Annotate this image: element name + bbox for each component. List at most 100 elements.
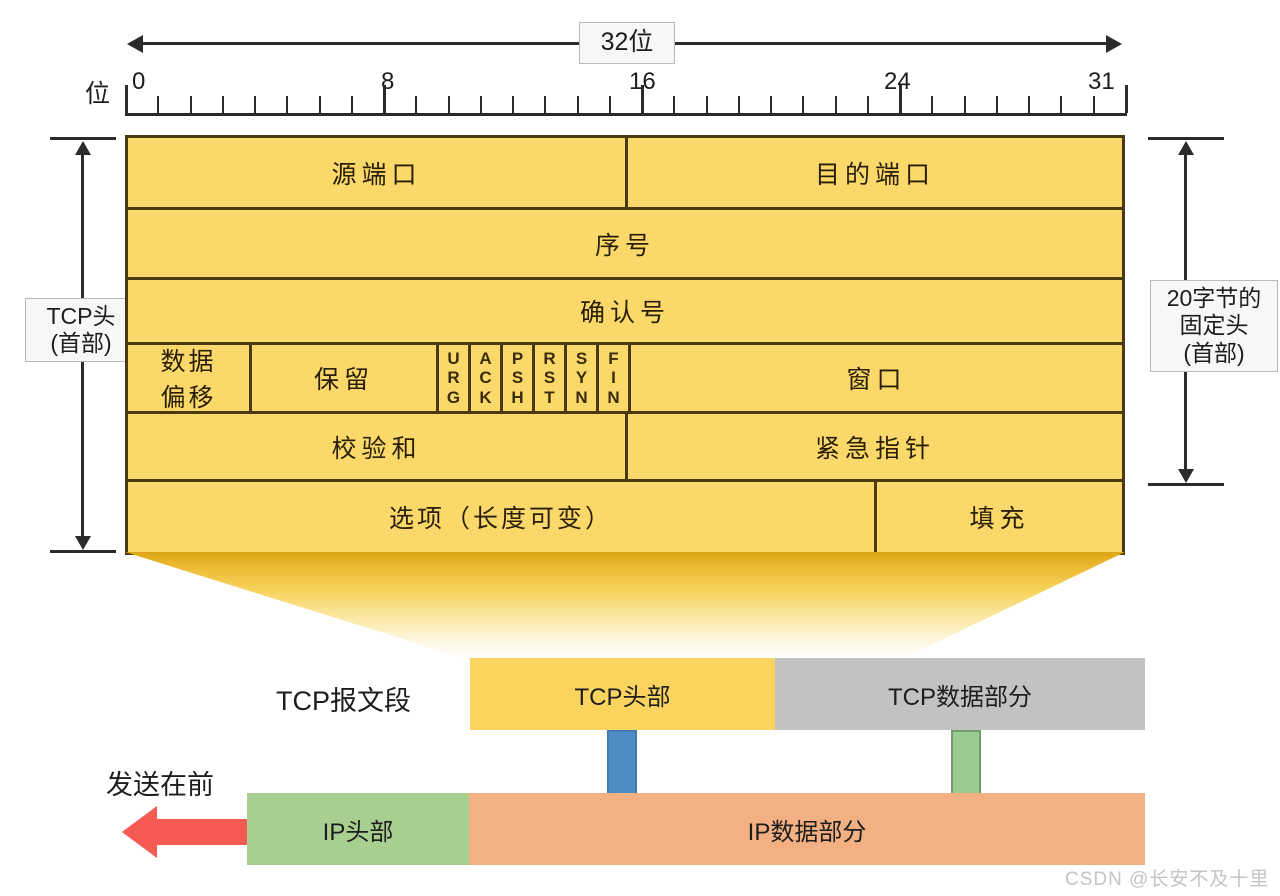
flag-letter: R (447, 368, 460, 388)
send-first-arrow-head (122, 806, 157, 858)
flag-divider-3 (532, 345, 535, 411)
flag-letter: I (611, 368, 616, 388)
field-dest-port: 目的端口 (628, 138, 1122, 207)
right-bracket-down-arrow (1178, 469, 1194, 483)
flag-divider-5 (596, 345, 599, 411)
header-expansion-funnel (125, 552, 1125, 660)
bit-tick-label-31: 31 (1088, 68, 1115, 95)
flag-divider-1 (468, 345, 471, 411)
flag-letter: S (543, 368, 556, 388)
ruler-tick-29 (1060, 96, 1062, 113)
right-bracket-top-cap (1148, 137, 1224, 140)
flag-divider-4 (564, 345, 567, 411)
ruler-tick-5 (286, 96, 288, 113)
ruler-tick-13 (544, 96, 546, 113)
row6-divider (874, 482, 877, 552)
header-row-checksum: 校验和 紧急指针 (128, 414, 1122, 479)
flag-letter: T (544, 387, 555, 407)
flag-letter: N (575, 387, 588, 407)
header-row-seq: 序号 (128, 210, 1122, 277)
ruler-tick-31 (1125, 85, 1128, 113)
flag-letter: R (543, 349, 556, 369)
right-bracket-bottom-cap (1148, 483, 1224, 486)
ruler-tick-2 (190, 96, 192, 113)
ruler-tick-17 (673, 96, 675, 113)
ruler-tick-6 (319, 96, 321, 113)
hline-5 (128, 479, 1122, 482)
send-first-label: 发送在前 (106, 770, 214, 800)
tcp-data-box: TCP数据部分 (775, 658, 1145, 730)
ip-data-box: IP数据部分 (469, 793, 1145, 865)
flag-letter: K (479, 387, 492, 407)
field-window: 窗口 (631, 345, 1122, 411)
flag-letter: P (511, 349, 524, 369)
ruler-tick-24 (899, 85, 902, 113)
row4-divider-b (436, 345, 439, 411)
row4-divider-c (628, 345, 631, 411)
left-bracket-down-arrow (75, 536, 91, 550)
flag-divider-2 (500, 345, 503, 411)
row1-divider (625, 138, 628, 207)
flag-letter: A (479, 349, 492, 369)
bit-tick-label-0: 0 (132, 68, 146, 95)
left-bracket-label-line2: (首部) (50, 330, 112, 356)
ruler-tick-4 (254, 96, 256, 113)
flag-letter: G (446, 387, 461, 407)
row5-divider (625, 414, 628, 479)
header-row-ports: 源端口 目的端口 (128, 138, 1122, 207)
flag-letter: Y (575, 368, 588, 388)
flag-letter: S (575, 349, 588, 369)
ruler-tick-22 (835, 96, 837, 113)
bit-ruler-baseline (125, 113, 1127, 116)
span-arrow-left-head (127, 35, 143, 53)
field-checksum: 校验和 (128, 414, 625, 479)
ruler-tick-8 (383, 85, 386, 113)
tcp-segment-row-label: TCP报文段 (276, 686, 411, 716)
flag-letter: H (511, 387, 524, 407)
ruler-tick-30 (1093, 96, 1095, 113)
ruler-tick-20 (770, 96, 772, 113)
hline-4 (128, 411, 1122, 414)
flag-letter: C (479, 368, 492, 388)
field-data-offset: 数据 偏移 (128, 345, 249, 412)
right-bracket-label-line3: (首部) (1183, 339, 1245, 366)
ruler-tick-0 (125, 85, 128, 113)
span-label-32bit: 32位 (579, 22, 675, 64)
row4-divider-a (249, 345, 252, 411)
flag-letter: S (511, 368, 524, 388)
ruler-tick-15 (609, 96, 611, 113)
ruler-tick-1 (157, 96, 159, 113)
ruler-tick-26 (964, 96, 966, 113)
left-bracket-label-line1: TCP头 (46, 302, 116, 329)
field-ack-number: 确认号 (128, 280, 1122, 342)
span-line-right (675, 42, 1107, 45)
flag-letter: F (608, 349, 619, 369)
field-urgent-pointer: 紧急指针 (628, 414, 1122, 479)
ruler-tick-27 (996, 96, 998, 113)
ip-header-box: IP头部 (247, 793, 469, 865)
ruler-tick-14 (577, 96, 579, 113)
field-reserved: 保留 (252, 345, 436, 411)
left-bracket-label: TCP头 (首部) (25, 298, 137, 362)
hline-1 (128, 207, 1122, 210)
right-bracket-label-line1: 20字节的 (1166, 285, 1262, 312)
field-padding: 填充 (877, 482, 1122, 552)
send-first-arrow-shaft (156, 819, 256, 845)
ruler-tick-18 (706, 96, 708, 113)
ruler-tick-28 (1028, 96, 1030, 113)
flag-letter: N (607, 387, 620, 407)
right-bracket-up-arrow (1178, 141, 1194, 155)
header-row-options: 选项（长度可变） 填充 (128, 482, 1122, 552)
field-source-port: 源端口 (128, 138, 625, 207)
ruler-tick-25 (931, 96, 933, 113)
ruler-tick-7 (351, 96, 353, 113)
left-bracket-up-arrow (75, 141, 91, 155)
right-bracket-label: 20字节的 固定头 (首部) (1150, 280, 1278, 372)
